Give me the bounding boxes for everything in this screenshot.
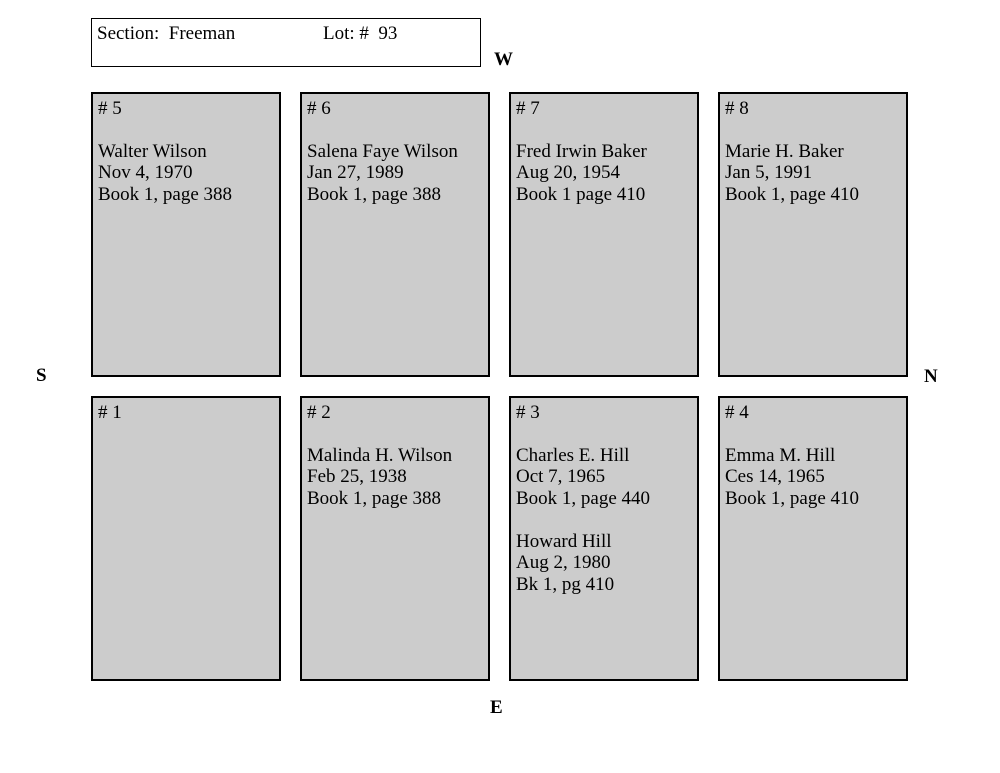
burial-name: Salena Faye Wilson	[307, 140, 458, 162]
burial-record: Book 1, page 388	[98, 183, 233, 205]
burial-name: Howard Hill	[516, 530, 612, 552]
burial-date: Ces 14, 1965	[725, 466, 825, 487]
burial-record: Book 1, page 410	[725, 183, 860, 205]
plot-6: # 6 Salena Faye Wilson Jan 27, 1989 Book…	[300, 92, 490, 377]
burial-date: Aug 2, 1980	[516, 552, 611, 573]
plot-5: # 5 Walter Wilson Nov 4, 1970 Book 1, pa…	[91, 92, 281, 377]
plot-number: # 3	[516, 402, 540, 423]
plot-number: # 2	[307, 402, 331, 423]
plot-7: # 7 Fred Irwin Baker Aug 20, 1954 Book 1…	[509, 92, 699, 377]
burial-name: Marie H. Baker	[725, 140, 844, 162]
lot-label: Lot: # 93	[323, 23, 398, 44]
burial-record: Bk 1, pg 410	[516, 573, 615, 595]
burial-record: Book 1, page 388	[307, 487, 442, 509]
plot-3: # 3 Charles E. Hill Oct 7, 1965 Book 1, …	[509, 396, 699, 681]
burial-name: Emma M. Hill	[725, 444, 836, 466]
plot-8: # 8 Marie H. Baker Jan 5, 1991 Book 1, p…	[718, 92, 908, 377]
compass-south: S	[36, 365, 47, 386]
burial-record: Book 1, page 410	[725, 487, 860, 509]
compass-east: E	[490, 697, 503, 718]
plot-number: # 4	[725, 402, 749, 423]
burial-name: Charles E. Hill	[516, 444, 630, 466]
burial-name: Fred Irwin Baker	[516, 140, 647, 162]
header-box: Section: Freeman Lot: # 93	[91, 18, 481, 67]
plot-number: # 1	[98, 402, 122, 423]
burial-record: Book 1 page 410	[516, 183, 646, 205]
plot-number: # 6	[307, 98, 331, 119]
plot-2: # 2 Malinda H. Wilson Feb 25, 1938 Book …	[300, 396, 490, 681]
plot-number: # 8	[725, 98, 749, 119]
compass-north: N	[924, 366, 938, 387]
burial-record: Book 1, page 440	[516, 487, 651, 509]
burial-date: Jan 27, 1989	[307, 162, 404, 183]
burial-date: Oct 7, 1965	[516, 466, 606, 487]
burial-date: Nov 4, 1970	[98, 162, 193, 183]
plot-number: # 5	[98, 98, 122, 119]
burial-record: Book 1, page 388	[307, 183, 442, 205]
burial-date: Feb 25, 1938	[307, 466, 407, 487]
plot-4: # 4 Emma M. Hill Ces 14, 1965 Book 1, pa…	[718, 396, 908, 681]
burial-name: Malinda H. Wilson	[307, 444, 453, 466]
section-label: Section: Freeman	[97, 23, 236, 44]
burial-date: Jan 5, 1991	[725, 162, 813, 183]
burial-date: Aug 20, 1954	[516, 162, 620, 183]
plot-number: # 7	[516, 98, 540, 119]
plot-1: # 1	[91, 396, 281, 681]
entry-spacer	[516, 509, 697, 531]
compass-west: W	[494, 49, 513, 70]
burial-name: Walter Wilson	[98, 140, 207, 162]
